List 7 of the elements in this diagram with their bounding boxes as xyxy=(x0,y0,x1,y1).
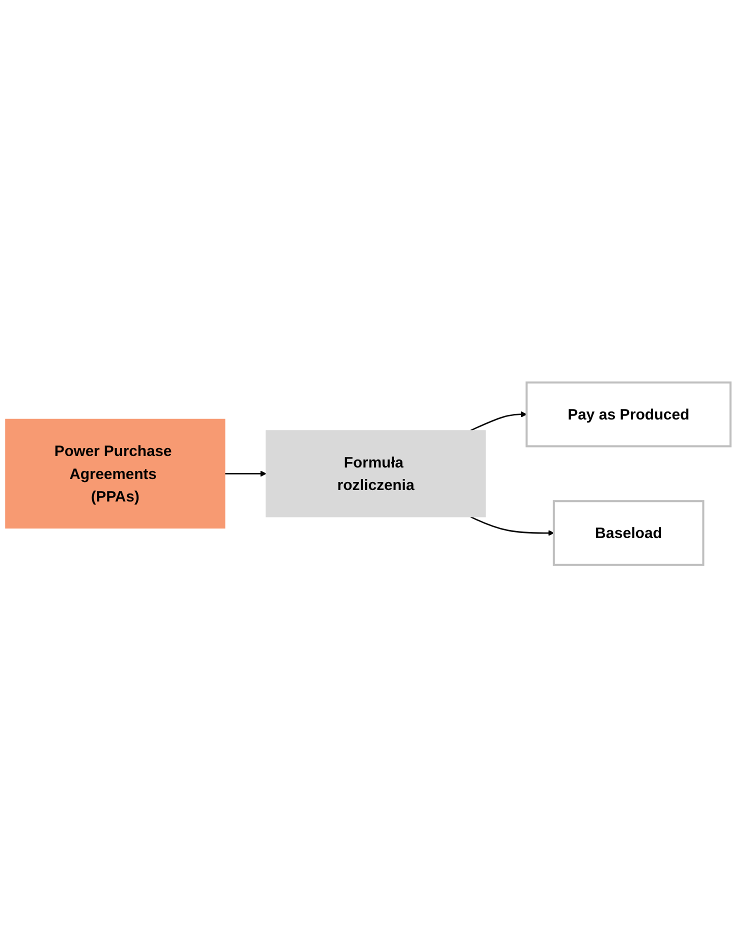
node-box: Formuła rozliczenia xyxy=(266,430,486,518)
arrow xyxy=(470,412,527,432)
arrow xyxy=(224,470,266,478)
arrow xyxy=(470,516,554,536)
node-box: Pay as Produced xyxy=(526,382,732,448)
node-box: Baseload xyxy=(552,500,704,566)
node-box: Power Purchase Agreements (PPAs) xyxy=(5,419,226,529)
